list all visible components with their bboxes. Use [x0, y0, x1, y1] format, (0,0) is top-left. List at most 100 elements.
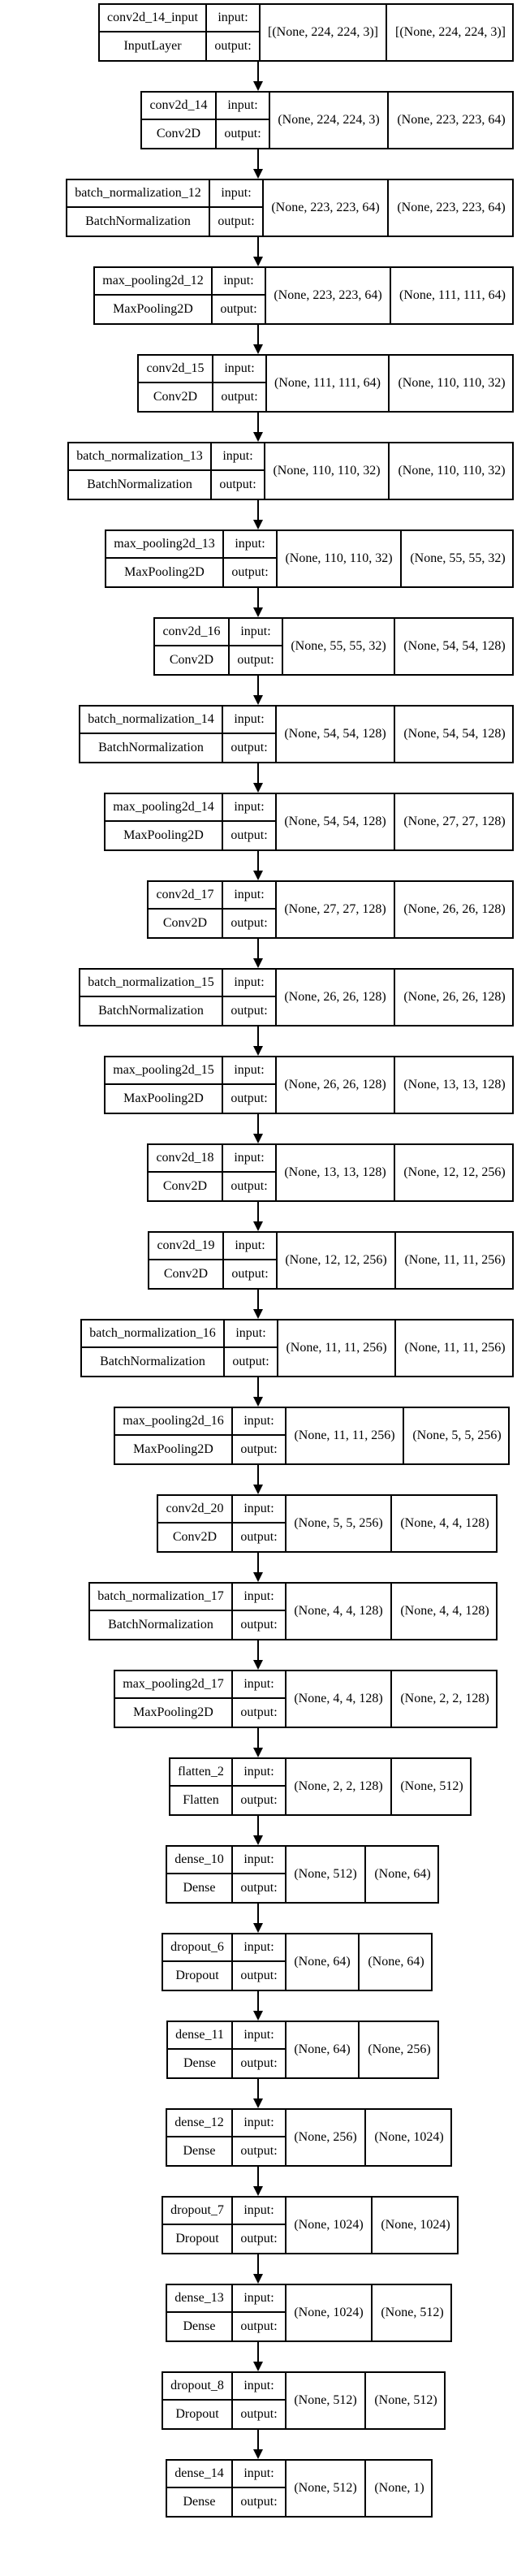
layer-name: flatten_2 — [170, 1759, 233, 1787]
output-shape: [(None, 224, 224, 3)] — [395, 25, 506, 39]
connector-arrow — [253, 763, 263, 793]
input-shape: (None, 12, 12, 256) — [278, 1233, 396, 1288]
input-shape: (None, 2, 2, 128) — [287, 1759, 392, 1814]
layer-type: BatchNormalization — [82, 1348, 225, 1376]
output-shape: (None, 1024) — [374, 2130, 444, 2144]
output-shape: (None, 11, 11, 256) — [404, 1341, 506, 1355]
output-shape: (None, 256) — [368, 2042, 431, 2056]
layer-type: Dense — [167, 2313, 233, 2340]
input-port-label: input: — [233, 1408, 287, 1436]
layer-name: max_pooling2d_15 — [106, 1057, 223, 1085]
input-shape: (None, 1024) — [287, 2198, 373, 2253]
output-port-label: output: — [213, 383, 267, 411]
input-shape: (None, 13, 13, 128) — [277, 1145, 395, 1200]
layer-type: MaxPooling2D — [106, 1085, 223, 1113]
output-shape: (None, 512) — [400, 1779, 463, 1793]
connector-arrow — [253, 62, 263, 91]
layer-name: conv2d_14 — [142, 93, 217, 120]
connector-arrow — [253, 2342, 263, 2371]
output-port-label: output: — [223, 997, 277, 1025]
output-shape: (None, 11, 11, 256) — [404, 1253, 506, 1267]
output-port-label: output: — [230, 646, 283, 674]
layer-type: Dense — [168, 2050, 233, 2077]
output-shape: (None, 13, 13, 128) — [403, 1078, 506, 1091]
layer-name: dense_11 — [168, 2022, 233, 2050]
layer-type: Flatten — [170, 1787, 233, 1814]
layer-name: conv2d_18 — [149, 1145, 223, 1173]
connector-arrow — [253, 149, 263, 179]
output-port-label: output: — [233, 1962, 287, 1990]
layer-name: dense_12 — [167, 2110, 233, 2137]
layer-type: Dropout — [163, 2225, 233, 2253]
output-port-label: output: — [233, 1699, 287, 1727]
output-shape: (None, 223, 223, 64) — [397, 113, 506, 127]
input-shape: (None, 4, 4, 128) — [287, 1584, 392, 1639]
layer-name: max_pooling2d_13 — [106, 531, 224, 559]
output-shape: (None, 4, 4, 128) — [400, 1516, 489, 1530]
layer-type: MaxPooling2D — [115, 1699, 233, 1727]
layer-type: Dropout — [163, 1962, 233, 1990]
layer-name: batch_normalization_17 — [90, 1584, 233, 1611]
output-port-label: output: — [233, 1874, 287, 1902]
layer-type: BatchNormalization — [67, 208, 210, 236]
input-port-label: input: — [223, 1057, 277, 1085]
layer-type: MaxPooling2D — [95, 296, 213, 323]
input-shape: (None, 11, 11, 256) — [287, 1408, 404, 1463]
output-shape: (None, 12, 12, 256) — [403, 1165, 506, 1179]
connector-arrow — [253, 325, 263, 354]
input-shape: (None, 223, 223, 64) — [266, 268, 391, 323]
layer-name: dropout_8 — [163, 2373, 233, 2401]
input-shape: (None, 11, 11, 256) — [278, 1320, 396, 1376]
connector-arrow — [253, 500, 263, 529]
layer-type: Conv2D — [155, 646, 230, 674]
input-shape: (None, 512) — [287, 2461, 366, 2516]
connector-arrow — [253, 1640, 263, 1670]
output-shape: (None, 110, 110, 32) — [398, 464, 506, 478]
input-port-label: input: — [233, 1584, 287, 1611]
layer-name: batch_normalization_15 — [80, 970, 223, 997]
output-shape: (None, 2, 2, 128) — [400, 1692, 489, 1705]
connector-arrow — [253, 1553, 263, 1582]
input-shape: (None, 512) — [287, 2373, 366, 2428]
layer-name: max_pooling2d_17 — [115, 1671, 233, 1699]
layer-type: Conv2D — [158, 1524, 233, 1551]
input-port-label: input: — [223, 970, 277, 997]
output-port-label: output: — [213, 296, 266, 323]
input-shape: (None, 4, 4, 128) — [287, 1671, 392, 1727]
layer-name: batch_normalization_13 — [69, 443, 212, 471]
connector-arrow — [253, 2430, 263, 2459]
output-shape: (None, 111, 111, 64) — [399, 288, 506, 302]
layer-type: Dense — [167, 2137, 233, 2165]
layer-type: InputLayer — [100, 32, 207, 60]
layer-type: BatchNormalization — [90, 1611, 233, 1639]
output-shape: (None, 223, 223, 64) — [397, 201, 506, 214]
input-port-label: input: — [210, 180, 264, 208]
layer-name: conv2d_14_input — [100, 5, 207, 32]
connector-arrow — [253, 1114, 263, 1143]
input-shape: (None, 27, 27, 128) — [277, 882, 395, 937]
output-shape: (None, 512) — [381, 2306, 444, 2319]
layer-name: batch_normalization_14 — [80, 707, 223, 734]
output-port-label: output: — [233, 2225, 287, 2253]
output-shape: (None, 1024) — [381, 2218, 450, 2232]
layer-type: Conv2D — [142, 120, 217, 148]
connector-arrow — [253, 1991, 263, 2021]
output-port-label: output: — [223, 1085, 277, 1113]
input-shape: (None, 54, 54, 128) — [277, 794, 395, 849]
input-shape: (None, 26, 26, 128) — [277, 1057, 395, 1113]
output-shape: (None, 110, 110, 32) — [398, 376, 506, 390]
input-port-label: input: — [230, 619, 283, 646]
input-port-label: input: — [213, 356, 267, 383]
layer-name: max_pooling2d_14 — [106, 794, 223, 822]
